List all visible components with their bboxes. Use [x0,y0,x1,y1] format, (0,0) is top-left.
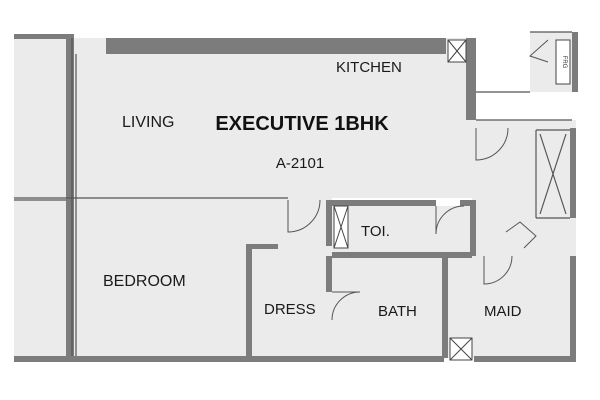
bedroom-floor [14,198,250,358]
north-wall-cap [14,34,74,39]
toilet-south-wall [332,252,472,258]
room-label-toilet: TOI. [361,223,390,240]
south-wall-maid [474,356,574,362]
dress-west-wall [246,244,252,358]
floor-areas [14,32,576,358]
plan-title: EXECUTIVE 1BHK [215,113,389,135]
wardrobe-diag-2 [539,133,567,215]
maid-door [483,255,513,285]
toilet-west-wall [326,200,332,246]
ducts [333,39,473,361]
room-label-bedroom: BEDROOM [103,273,186,290]
toilet-duct [333,205,349,249]
unit-number: A-2101 [276,155,324,172]
dress-floor [250,248,332,358]
kitchen-duct [447,39,467,63]
toilet-north-wall-right [460,200,472,206]
fridge-label: FRG [561,56,567,69]
room-label-bath: BATH [378,303,417,320]
north-wall [106,38,446,54]
bath-east-wall [442,256,448,358]
passage-floor [472,120,576,256]
room-label-dress: DRESS [264,301,316,318]
main-entry-door [475,127,509,161]
fridge: FRG [555,39,571,85]
partitions [14,31,572,356]
hall-floor [250,198,332,248]
east-wall [570,256,576,362]
bedroom-door [287,199,321,233]
toilet-north-wall [326,200,436,206]
living-floor [14,38,474,198]
toilet-floor [330,206,472,256]
bath-door [331,291,361,321]
bath-floor [332,256,444,358]
toilet-door [435,205,465,235]
room-label-kitchen: KITCHEN [336,59,402,76]
east-upper-wall [570,128,576,218]
passage-door [505,221,537,249]
passage-pillar [470,200,476,256]
room-label-living: LIVING [122,114,174,131]
kitchen-east-wall [466,38,476,120]
dress-north-wall [246,244,278,249]
fridge-door [529,39,549,63]
room-label-maid: MAID [484,303,522,320]
bath-west-wall [326,256,332,292]
fridge-wall [572,32,578,92]
maid-duct [449,337,473,361]
doors [287,39,549,321]
south-wall [14,356,444,362]
